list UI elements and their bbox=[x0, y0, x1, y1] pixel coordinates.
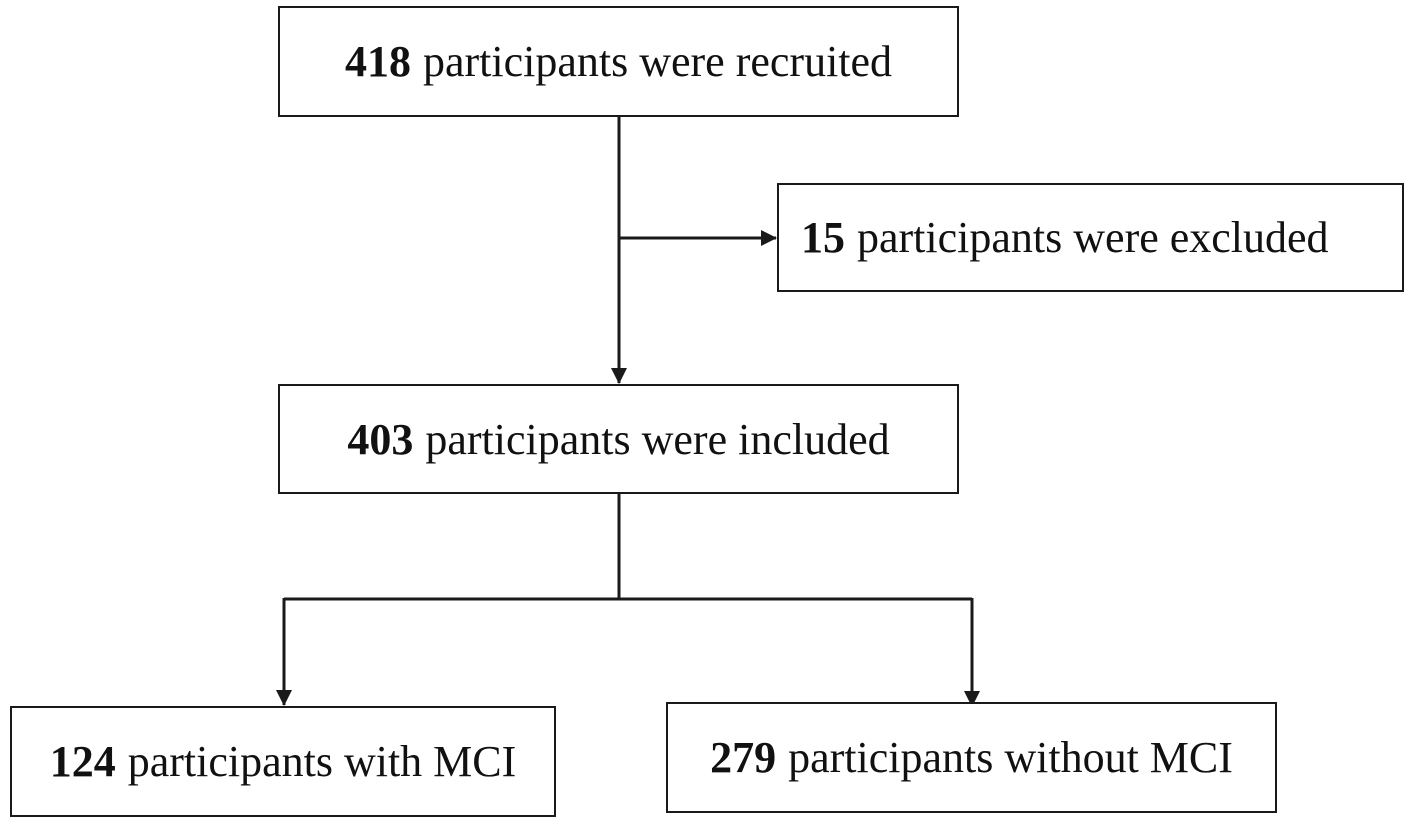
included-text: participants were included bbox=[425, 414, 890, 464]
box-without-mci: 279 participants without MCI bbox=[666, 702, 1277, 813]
box-recruited: 418 participants were recruited bbox=[278, 6, 959, 117]
with-mci-count: 124 bbox=[49, 737, 116, 786]
with-mci-text: participants with MCI bbox=[127, 737, 517, 786]
included-count: 403 bbox=[347, 414, 414, 464]
without-mci-count: 279 bbox=[710, 733, 777, 782]
box-excluded: 15 participants were excluded bbox=[777, 183, 1404, 292]
excluded-text: participants were excluded bbox=[857, 213, 1329, 262]
recruited-count: 418 bbox=[344, 37, 411, 86]
box-included: 403 participants were included bbox=[278, 384, 959, 494]
recruited-text: participants were recruited bbox=[422, 37, 893, 86]
without-mci-text: participants without MCI bbox=[788, 733, 1233, 782]
box-with-mci: 124 participants with MCI bbox=[10, 706, 556, 817]
excluded-count: 15 bbox=[801, 213, 845, 262]
